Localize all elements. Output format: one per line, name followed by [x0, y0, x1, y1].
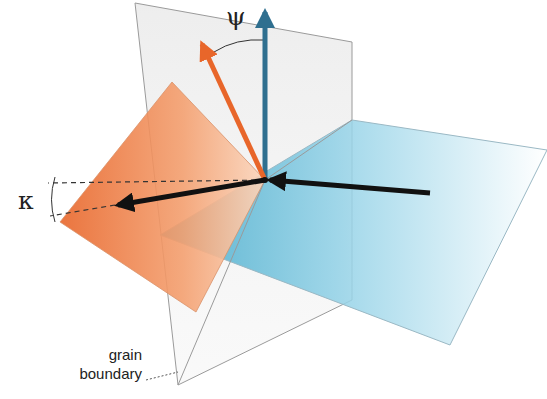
outgoing-vector — [118, 180, 265, 205]
kappa-arc — [52, 177, 56, 222]
intersection-point — [262, 177, 268, 183]
incoming-vector — [270, 180, 430, 193]
plane-edge — [265, 120, 352, 180]
angle-label: ψ — [226, 4, 246, 29]
angle-reference-line — [48, 180, 265, 183]
angle-reference-line — [50, 205, 115, 216]
plane-edge — [178, 180, 265, 385]
normal-vector-orange — [202, 44, 265, 180]
psi-arc — [214, 40, 265, 52]
angle-label: κ — [18, 188, 34, 213]
part-label: grain boundary — [70, 346, 142, 384]
leader-line — [146, 372, 178, 380]
normal-vector-blue — [263, 12, 268, 180]
